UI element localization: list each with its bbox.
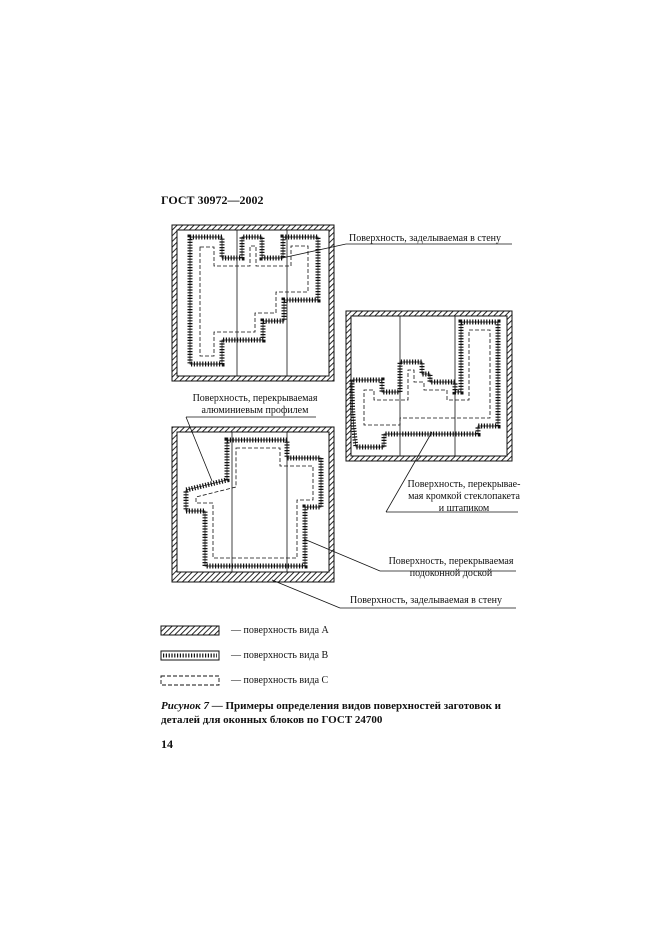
diagram-bottom-left xyxy=(171,416,516,609)
callout-wall-embedded-top: Поверхность, заделываемая в стену xyxy=(349,233,502,244)
document-header: ГОСТ 30972—2002 xyxy=(161,193,264,207)
callout-sill-board: Поверхность, перекрываемая подоконной до… xyxy=(388,556,514,579)
legend-swatch-b xyxy=(160,650,220,661)
figure-caption: Рисунок 7 — Примеры определения видов по… xyxy=(161,700,502,726)
callout-glazing-edge: Поверхность, перекрывае- мая кромкой сте… xyxy=(407,479,521,514)
legend-swatch-c xyxy=(160,675,220,686)
legend-swatches xyxy=(160,625,220,686)
diagram-right xyxy=(345,310,518,513)
callout-aluminium-profile: Поверхность, перекрываемая алюминиевым п… xyxy=(192,393,318,416)
page-number: 14 xyxy=(161,737,173,751)
legend-swatch-a xyxy=(160,625,220,636)
callout-wall-embedded-bottom: Поверхность, заделываемая в стену xyxy=(350,595,503,606)
diagram-top-left xyxy=(171,224,512,382)
